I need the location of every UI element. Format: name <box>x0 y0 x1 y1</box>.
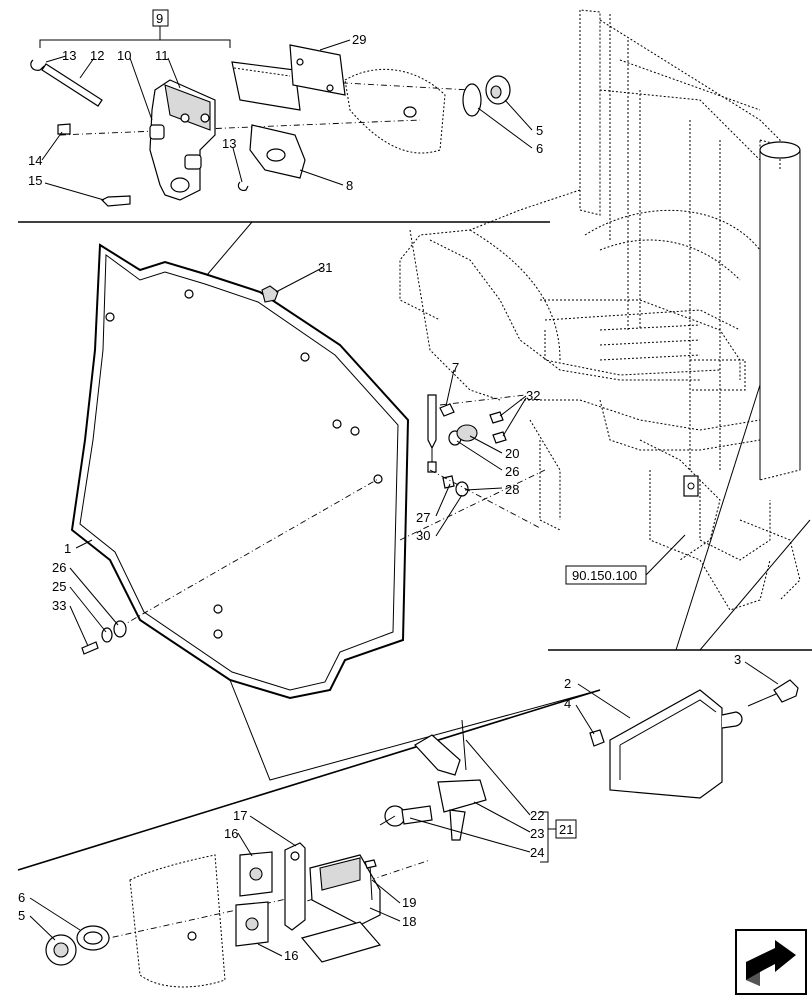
gas-strut <box>427 394 437 450</box>
fender-cover <box>609 689 723 799</box>
hinge-assembly-detail: 9 <box>30 9 511 207</box>
callout-32: 32 <box>526 388 540 403</box>
callout-29: 29 <box>352 32 366 47</box>
washer <box>462 83 482 117</box>
callout-12: 12 <box>90 48 104 63</box>
group-ref-21: 21 <box>559 822 573 837</box>
callout-17: 17 <box>233 808 247 823</box>
callout-labels: 13 12 10 11 14 15 13 8 29 5 6 31 7 32 20… <box>18 32 741 963</box>
callout-20: 20 <box>505 446 519 461</box>
callout-27: 27 <box>416 510 430 525</box>
callout-6: 6 <box>536 141 543 156</box>
callout-6-lower: 6 <box>18 890 25 905</box>
callout-30: 30 <box>416 528 430 543</box>
callout-26-left: 26 <box>52 560 66 575</box>
side-window-panel <box>70 243 410 700</box>
snap-ring <box>30 59 45 71</box>
callout-26: 26 <box>505 464 519 479</box>
edge-clip <box>261 285 279 303</box>
callout-18: 18 <box>402 914 416 929</box>
callout-24: 24 <box>530 845 544 860</box>
callout-25: 25 <box>52 579 66 594</box>
detail-dividers <box>17 221 812 871</box>
retaining-plate <box>289 44 346 96</box>
callout-31: 31 <box>318 260 332 275</box>
callout-13-lower: 13 <box>222 136 236 151</box>
callout-2: 2 <box>564 676 571 691</box>
leader-lines <box>29 39 779 957</box>
latch-assembly-detail: 21 <box>45 719 577 988</box>
callout-10: 10 <box>117 48 131 63</box>
next-page-arrow-icon[interactable] <box>735 929 807 995</box>
hinge-pin <box>41 63 103 107</box>
callout-22: 22 <box>530 808 544 823</box>
gasket-block <box>231 61 301 111</box>
callout-19: 19 <box>402 895 416 910</box>
callout-8: 8 <box>346 178 353 193</box>
callout-16: 16 <box>224 826 238 841</box>
callout-4: 4 <box>564 696 571 711</box>
callout-5: 5 <box>536 123 543 138</box>
callout-23: 23 <box>530 826 544 841</box>
group-ref-9: 9 <box>156 11 163 26</box>
callout-13: 13 <box>62 48 76 63</box>
callout-16-lower: 16 <box>284 948 298 963</box>
callout-15: 15 <box>28 173 42 188</box>
callout-11: 11 <box>155 48 169 63</box>
gas-strut-hardware <box>399 394 546 541</box>
tractor-frame-outline <box>399 9 801 611</box>
callout-5-lower: 5 <box>18 908 25 923</box>
fender-cover-detail <box>589 679 799 799</box>
callout-1: 1 <box>64 541 71 556</box>
group-ref-box-9 <box>152 9 169 27</box>
callout-7: 7 <box>452 360 459 375</box>
callout-14: 14 <box>28 153 42 168</box>
reference-code: 90.150.100 <box>572 568 637 583</box>
bottom-fastener-stack <box>81 620 127 655</box>
latch-handle <box>414 734 461 776</box>
callout-33: 33 <box>52 598 66 613</box>
callout-28: 28 <box>505 482 519 497</box>
callout-3: 3 <box>734 652 741 667</box>
